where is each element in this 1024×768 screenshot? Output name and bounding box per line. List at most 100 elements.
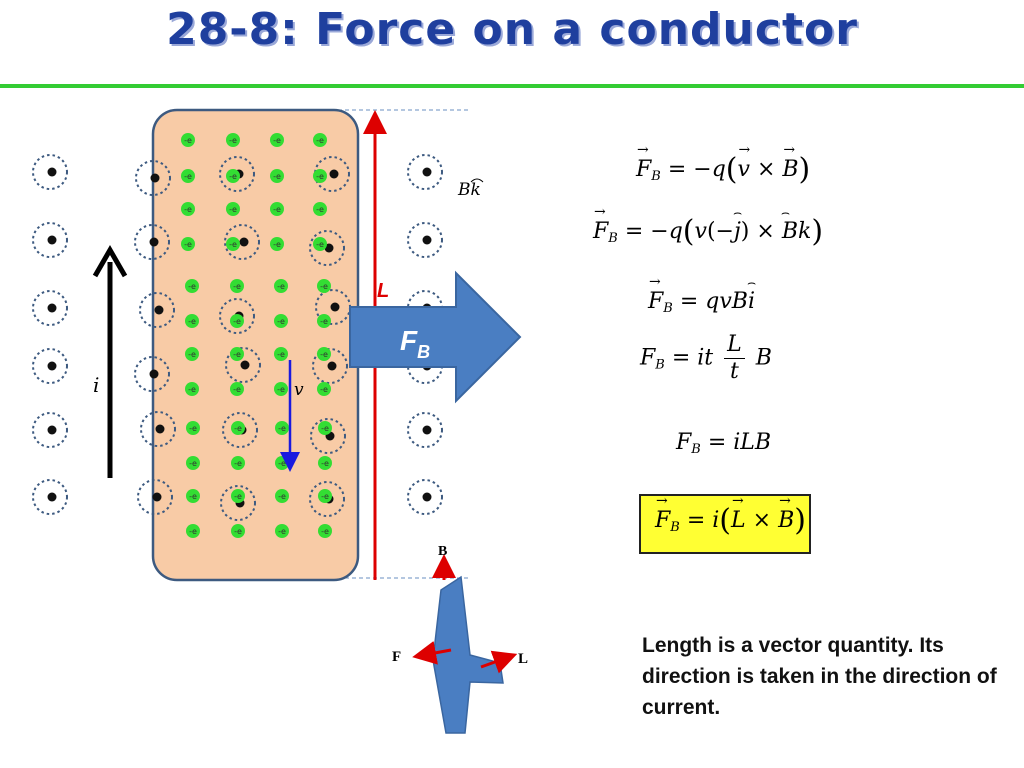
electron-icon: -e — [186, 489, 200, 503]
svg-text:-e: -e — [320, 385, 328, 394]
electron-icon: -e — [186, 421, 200, 435]
small-l-label: L — [518, 651, 528, 667]
svg-text:-e: -e — [184, 172, 192, 181]
svg-text:-e: -e — [321, 492, 329, 501]
electron-icon: -e — [318, 524, 332, 538]
electron-icon: -e — [275, 524, 289, 538]
current-label: i — [93, 373, 99, 397]
electron-icon: -e — [231, 456, 245, 470]
equation-5: FB = iLB — [676, 430, 772, 457]
svg-text:-e: -e — [320, 282, 328, 291]
electron-icon: -e — [185, 382, 199, 396]
svg-text:-e: -e — [184, 136, 192, 145]
field-out-of-page-icon — [314, 156, 350, 192]
svg-text:-e: -e — [234, 492, 242, 501]
electron-icon: -e — [185, 347, 199, 361]
electron-icon: -e — [230, 347, 244, 361]
svg-text:-e: -e — [320, 317, 328, 326]
field-out-of-page-icon — [224, 224, 260, 260]
field-out-of-page-icon — [134, 224, 170, 260]
svg-text:-e: -e — [278, 492, 286, 501]
electron-icon: -e — [181, 237, 195, 251]
field-out-of-page-icon — [407, 154, 443, 190]
field-out-of-page-icon — [139, 292, 175, 328]
svg-text:-e: -e — [273, 136, 281, 145]
electron-icon: -e — [275, 421, 289, 435]
electron-icon: -e — [226, 202, 240, 216]
svg-text:-e: -e — [277, 350, 285, 359]
svg-text:-e: -e — [188, 317, 196, 326]
velocity-label: v — [294, 380, 304, 400]
svg-text:-e: -e — [188, 350, 196, 359]
svg-text:-e: -e — [316, 136, 324, 145]
length-label: L — [377, 280, 389, 302]
electron-icon: -e — [317, 382, 331, 396]
small-f-label: F — [392, 649, 401, 665]
electron-icon: -e — [186, 524, 200, 538]
svg-text:-e: -e — [277, 282, 285, 291]
electron-icon: -e — [226, 169, 240, 183]
svg-text:-e: -e — [278, 527, 286, 536]
field-out-of-page-icon — [137, 479, 173, 515]
electron-icon: -e — [313, 237, 327, 251]
length-vector-note: Length is a vector quantity. Its directi… — [642, 634, 997, 719]
electron-icon: -e — [230, 279, 244, 293]
electron-icon: -e — [185, 314, 199, 328]
svg-text:-e: -e — [273, 172, 281, 181]
electron-icon: -e — [317, 314, 331, 328]
svg-text:-e: -e — [189, 424, 197, 433]
svg-text:-e: -e — [233, 317, 241, 326]
svg-text:-e: -e — [229, 240, 237, 249]
electron-icon: -e — [185, 279, 199, 293]
slide-title: 28-8: Force on a conductor — [166, 4, 858, 55]
svg-text:-e: -e — [316, 205, 324, 214]
svg-text:-e: -e — [184, 205, 192, 214]
svg-text:-e: -e — [188, 385, 196, 394]
electron-icon: -e — [186, 456, 200, 470]
svg-text:-e: -e — [273, 240, 281, 249]
electron-icon: -e — [317, 347, 331, 361]
svg-text:-e: -e — [320, 350, 328, 359]
field-out-of-page-icon — [32, 222, 68, 258]
small-conductor-shape — [432, 575, 504, 734]
field-out-of-page-icon — [407, 222, 443, 258]
electron-icon: -e — [231, 524, 245, 538]
force-arrow — [349, 270, 522, 404]
electron-icon: -e — [181, 133, 195, 147]
equation-3: FB = qvBi — [648, 274, 756, 316]
svg-text:-e: -e — [316, 172, 324, 181]
svg-text:-e: -e — [278, 424, 286, 433]
svg-text:-e: -e — [277, 385, 285, 394]
field-out-of-page-icon — [407, 412, 443, 448]
electron-icon: -e — [274, 347, 288, 361]
svg-text:-e: -e — [234, 527, 242, 536]
electron-icon: -e — [274, 279, 288, 293]
field-out-of-page-icon — [225, 347, 261, 383]
force-arrow-label: FB — [400, 325, 430, 362]
equation-6: FB = i(L × B) — [655, 493, 806, 538]
equation-1: FB = −q(v × B) — [636, 142, 810, 187]
field-out-of-page-icon — [32, 412, 68, 448]
svg-text:-e: -e — [189, 527, 197, 536]
svg-text:-e: -e — [189, 492, 197, 501]
svg-text:-e: -e — [233, 282, 241, 291]
electron-icon: -e — [230, 314, 244, 328]
svg-text:-e: -e — [234, 424, 242, 433]
small-f-arrow — [412, 641, 452, 665]
electron-icon: -e — [181, 202, 195, 216]
electron-icon: -e — [275, 456, 289, 470]
svg-text:-e: -e — [234, 459, 242, 468]
svg-text:-e: -e — [189, 459, 197, 468]
field-out-of-page-icon — [32, 290, 68, 326]
svg-text:-e: -e — [229, 205, 237, 214]
small-b-label: B — [438, 544, 447, 559]
electron-icon: -e — [231, 421, 245, 435]
electron-icon: -e — [270, 237, 284, 251]
field-out-of-page-icon — [312, 348, 348, 384]
electron-icon: -e — [181, 169, 195, 183]
field-out-of-page-icon — [140, 411, 176, 447]
electron-icon: -e — [274, 382, 288, 396]
electron-icon: -e — [313, 169, 327, 183]
